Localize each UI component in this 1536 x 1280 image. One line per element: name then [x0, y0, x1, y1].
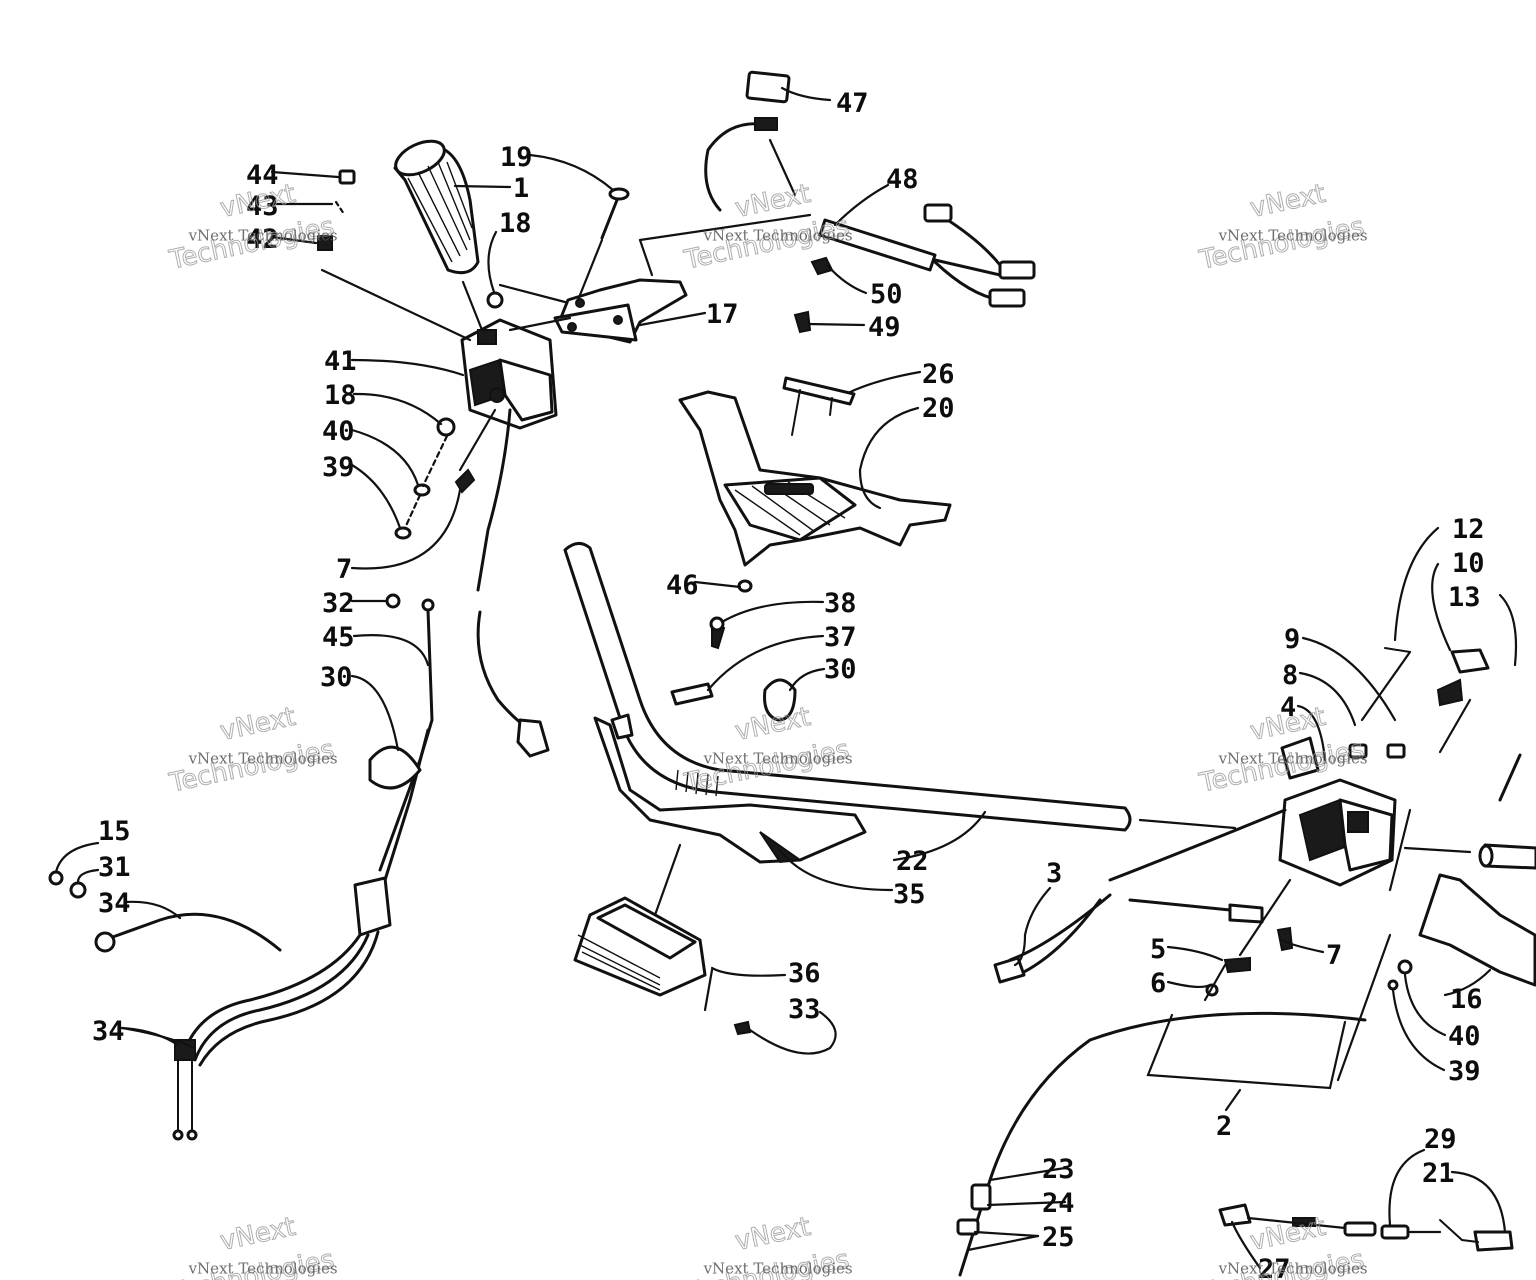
callout-36: 36	[788, 958, 821, 989]
callout-32: 32	[322, 588, 355, 619]
callout-44: 44	[246, 160, 279, 191]
right-lever-parts	[1384, 647, 1536, 991]
callout-leaders	[54, 86, 1518, 1270]
callout-24: 24	[1042, 1188, 1075, 1219]
callout-47: 47	[836, 88, 869, 119]
callout-numbers: 44 43 42 1 19 18 47 48 50 49 17 41 18 40…	[92, 88, 1485, 1280]
callout-4: 4	[1280, 692, 1296, 723]
callout-40-left: 40	[322, 416, 355, 447]
svg-text:vNext: vNext	[1248, 702, 1329, 747]
callout-46: 46	[666, 570, 699, 601]
callout-26: 26	[922, 359, 955, 390]
svg-text:vNext Technologies: vNext Technologies	[188, 227, 338, 245]
callout-40-right: 40	[1448, 1021, 1481, 1052]
callout-34-lower: 34	[92, 1016, 125, 1047]
alignment-lines	[320, 138, 1472, 1234]
svg-text:vNext Technologies: vNext Technologies	[703, 750, 853, 768]
callout-25: 25	[1042, 1222, 1075, 1253]
svg-text:vNext Technologies: vNext Technologies	[703, 1260, 853, 1278]
callout-2: 2	[1216, 1111, 1232, 1142]
callout-41: 41	[324, 346, 357, 377]
callout-22: 22	[896, 846, 929, 877]
handlebar-mount	[593, 713, 867, 864]
svg-text:vNext: vNext	[733, 702, 814, 747]
callout-15: 15	[98, 816, 131, 847]
callout-5: 5	[1150, 934, 1166, 965]
nut-18-upper	[486, 291, 504, 309]
callout-39-right: 39	[1448, 1056, 1481, 1087]
cable-assembly-left	[48, 593, 435, 1141]
watermark-8: vNext Technologies vNext Technologies	[681, 1211, 853, 1280]
callout-50: 50	[870, 279, 903, 310]
fasteners-left	[394, 417, 476, 540]
callout-10: 10	[1452, 548, 1485, 579]
svg-text:vNext Technologies: vNext Technologies	[1218, 227, 1368, 245]
callout-13: 13	[1448, 582, 1481, 613]
callout-18-lower: 18	[324, 380, 357, 411]
callout-17: 17	[706, 299, 739, 330]
callout-45: 45	[322, 622, 355, 653]
callout-7-left: 7	[336, 554, 352, 585]
svg-text:vNext Technologies: vNext Technologies	[1218, 750, 1368, 768]
svg-text:vNext: vNext	[218, 1212, 299, 1257]
screw-19	[600, 187, 630, 240]
callout-18-upper: 18	[499, 208, 532, 239]
callout-42: 42	[246, 224, 279, 255]
watermark-3: vNext Technologies vNext Technologies	[1196, 178, 1368, 276]
throttle-cable-left	[476, 408, 550, 758]
mount-hardware	[670, 616, 797, 722]
callout-19: 19	[500, 142, 533, 173]
wiring-harness	[704, 70, 1036, 334]
switch-parts-44-43-42	[317, 169, 356, 251]
callout-20: 20	[922, 393, 955, 424]
callout-33: 33	[788, 994, 821, 1025]
callout-30-left: 30	[320, 662, 353, 693]
callout-3: 3	[1046, 858, 1062, 889]
callout-35: 35	[893, 879, 926, 910]
svg-text:vNext Technologies: vNext Technologies	[188, 750, 338, 768]
callout-23: 23	[1042, 1154, 1075, 1185]
gauge-housing	[573, 896, 752, 1036]
callout-6: 6	[1150, 968, 1166, 999]
svg-text:vNext Technologies: vNext Technologies	[1218, 1260, 1368, 1278]
callout-16: 16	[1450, 984, 1483, 1015]
watermark-4: vNext Technologies vNext Technologies	[166, 701, 338, 799]
callout-31: 31	[98, 852, 131, 883]
callout-39-left: 39	[322, 452, 355, 483]
svg-text:vNext Technologies: vNext Technologies	[703, 227, 853, 245]
callout-38: 38	[824, 588, 857, 619]
callout-12: 12	[1452, 514, 1485, 545]
right-control-housing	[1278, 736, 1406, 887]
svg-text:vNext: vNext	[1248, 179, 1329, 224]
brake-lever-bracket	[553, 278, 688, 344]
svg-text:vNext Technologies: vNext Technologies	[188, 1260, 338, 1278]
callout-43: 43	[246, 191, 279, 222]
watermark-9: vNext Technologies vNext Technologies	[1196, 1211, 1368, 1280]
left-control-housing	[460, 318, 558, 430]
callout-37: 37	[824, 622, 857, 653]
watermarks: vNext Technologies vNext Technologies vN…	[166, 178, 1368, 1280]
callout-49: 49	[868, 312, 901, 343]
svg-text:vNext: vNext	[218, 702, 299, 747]
callout-21: 21	[1422, 1158, 1455, 1189]
cable-assembly-right	[956, 808, 1514, 1277]
callout-7-right: 7	[1326, 940, 1342, 971]
callout-27: 27	[1258, 1254, 1291, 1280]
svg-text:vNext: vNext	[733, 1212, 814, 1257]
callout-48: 48	[886, 164, 919, 195]
grip-part	[393, 139, 480, 275]
callout-1: 1	[513, 173, 529, 204]
headlight-pod	[678, 376, 952, 593]
callout-29: 29	[1424, 1124, 1457, 1155]
handlebar	[563, 542, 1132, 832]
callout-34-upper: 34	[98, 888, 131, 919]
callout-8: 8	[1282, 660, 1298, 691]
watermark-7: vNext Technologies vNext Technologies	[166, 1211, 338, 1280]
callout-30-center: 30	[824, 654, 857, 685]
callout-9: 9	[1284, 624, 1300, 655]
